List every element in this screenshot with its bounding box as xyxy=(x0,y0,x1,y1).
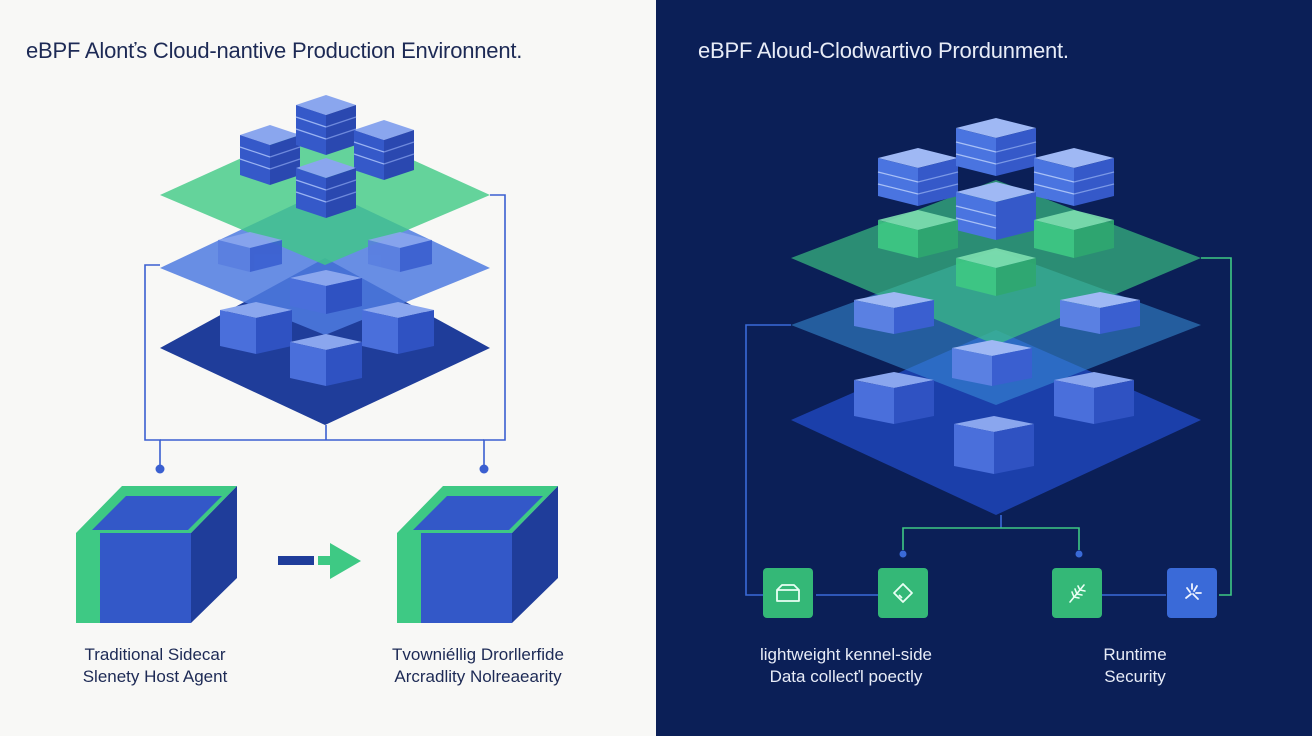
right-server-stacks xyxy=(854,118,1140,474)
runtime-caption-line2: Security xyxy=(1104,667,1166,686)
tag-icon xyxy=(878,568,928,618)
server-stack xyxy=(218,232,282,272)
server-stack xyxy=(854,292,934,334)
left-title: eBPF Alonťs Cloud-nantive Production Env… xyxy=(26,38,523,63)
target-caption-line1: Tvowniéllig Drorllerfide xyxy=(392,645,564,664)
kernel-caption-line2: Data collecťl poectly xyxy=(769,667,923,686)
traditional-sidecar-box xyxy=(76,486,237,623)
wheat-icon xyxy=(1052,568,1102,618)
sparkle-icon xyxy=(1167,568,1217,618)
right-panel: eBPF Aloud-Clodwartivo Prordunment. xyxy=(656,0,1312,736)
folder-icon xyxy=(763,568,813,618)
server-stack xyxy=(956,248,1036,296)
runtime-caption: Runtime Security xyxy=(1076,644,1194,688)
transition-arrow xyxy=(278,543,361,579)
kernel-caption: lightweight kennel-side Data collecťl po… xyxy=(736,644,956,688)
server-stack xyxy=(854,372,934,424)
server-stack xyxy=(290,334,362,386)
server-stack xyxy=(1034,210,1114,258)
left-connector-lines xyxy=(144,194,506,468)
right-connector-lines xyxy=(745,257,1232,596)
server-stack xyxy=(239,125,301,185)
server-stack xyxy=(1054,372,1134,424)
server-stack xyxy=(295,158,357,218)
traditional-caption: Traditional Sidecar Slenety Host Agent xyxy=(60,644,250,688)
server-stack xyxy=(290,270,362,314)
kernel-caption-line1: lightweight kennel-side xyxy=(760,645,932,664)
left-connector-dot-b xyxy=(479,464,489,474)
right-connector-dot-b xyxy=(1075,550,1083,558)
server-stack xyxy=(353,120,415,180)
server-stack xyxy=(220,302,292,354)
server-stack xyxy=(1033,148,1115,206)
left-architecture-diagram xyxy=(76,95,558,623)
server-stack xyxy=(952,340,1032,386)
right-connector-dot-a xyxy=(899,550,907,558)
left-connector-dot-a xyxy=(155,464,165,474)
runtime-caption-line1: Runtime xyxy=(1103,645,1167,664)
right-architecture-diagram xyxy=(745,118,1232,596)
server-stack xyxy=(362,302,434,354)
traditional-caption-line2: Slenety Host Agent xyxy=(82,667,228,686)
server-stack xyxy=(955,182,1036,240)
left-server-stacks xyxy=(218,95,434,386)
target-box xyxy=(397,486,558,623)
left-panel: eBPF Alonťs Cloud-nantive Production Env… xyxy=(26,38,588,688)
server-stack xyxy=(295,95,357,155)
target-caption: Tvowniéllig Drorllerfide Arcradlity Nolr… xyxy=(368,644,588,688)
server-stack xyxy=(368,232,432,272)
traditional-caption-line1: Traditional Sidecar xyxy=(84,645,226,664)
server-stack xyxy=(877,148,959,206)
server-stack xyxy=(878,210,958,258)
server-stack xyxy=(955,118,1037,176)
right-title: eBPF Aloud-Clodwartivo Prordunment. xyxy=(698,38,1069,63)
server-stack xyxy=(954,416,1034,474)
server-stack xyxy=(1060,292,1140,334)
target-caption-line2: Arcradlity Nolreaearity xyxy=(394,667,562,686)
